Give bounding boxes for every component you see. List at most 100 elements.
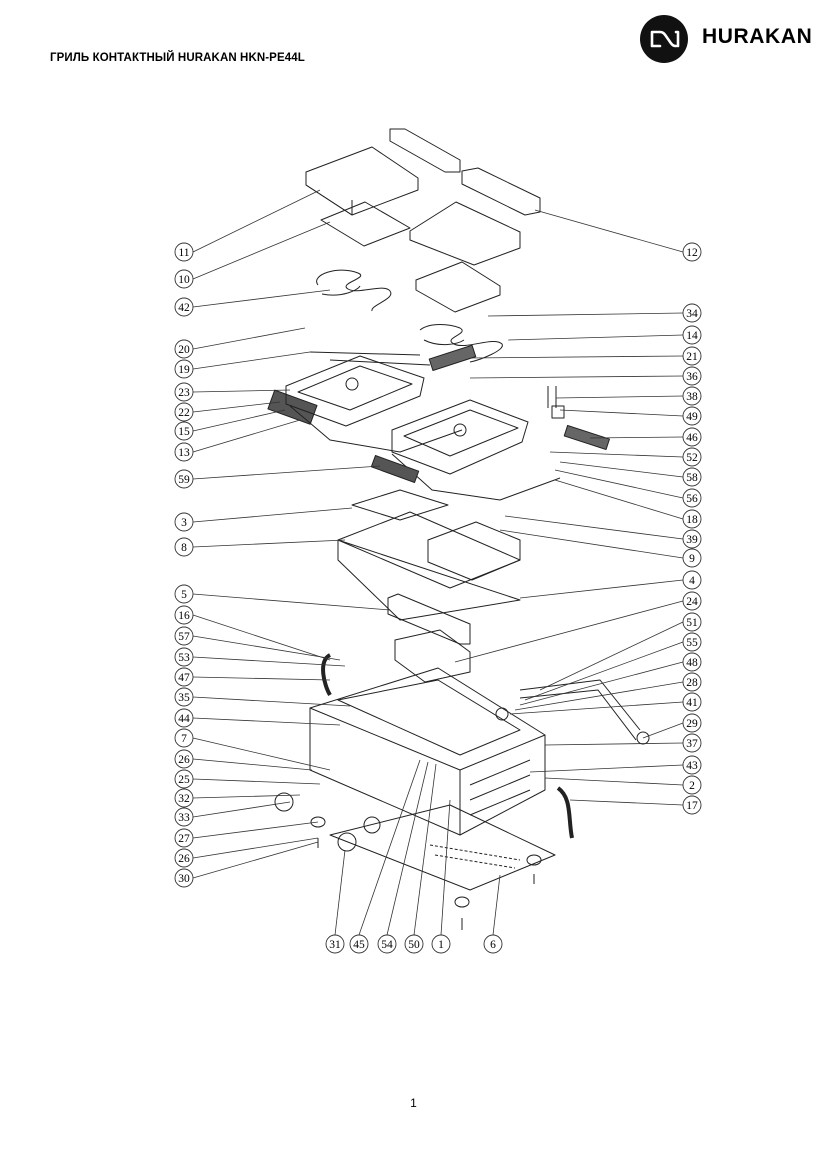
callout-circle [682,242,702,262]
leader-line [492,874,501,936]
callout-circle [682,447,702,467]
callout-label: 53 [178,652,190,664]
leader-line [559,461,684,478]
callout-circle [174,512,194,532]
leader-line [192,465,381,480]
connector-38 [547,386,565,419]
leader-line [555,395,684,399]
callout-label: 59 [178,474,190,486]
leader-line [192,635,341,661]
callout-label: 16 [178,610,190,622]
housing-body [309,667,546,836]
callout-label: 19 [178,364,190,376]
callout-label: 15 [178,426,190,438]
callout-45: 45 [349,934,369,954]
leader-line [642,722,684,739]
callout-circle [174,442,194,462]
leader-line [192,794,301,799]
callout-17: 17 [682,795,702,815]
leader-line [192,507,353,523]
callout-18: 18 [682,509,702,529]
leader-line [192,539,346,548]
leader-line [549,451,684,458]
callout-label: 45 [353,939,365,951]
callout-label: 26 [178,853,190,865]
callout-circle [682,386,702,406]
callout-circle [174,469,194,489]
drip-plate-4 [337,539,521,621]
callout-label: 51 [686,617,698,629]
leader-line [509,701,684,715]
callout-51: 51 [682,612,702,632]
thermostat-block-left [267,389,318,425]
callout-58: 58 [682,467,702,487]
callout-label: 35 [178,692,190,704]
leader-line [192,189,321,253]
callout-label: 37 [686,738,698,750]
leader-line [192,419,301,453]
leader-line [192,389,291,393]
terminal-block-46 [563,424,610,451]
callout-label: 29 [686,718,698,730]
callout-label: 2 [689,780,695,792]
leader-line [334,849,346,936]
leader-line [534,209,684,253]
callout-59: 59 [174,469,194,489]
callout-10: 10 [174,269,194,289]
top-cover-right [409,201,521,266]
leader-line [440,799,451,936]
callout-53: 53 [174,647,194,667]
callout-19: 19 [174,359,194,379]
callout-circle [174,728,194,748]
callout-label: 41 [686,697,698,709]
callout-circle [682,733,702,753]
callout-50: 50 [404,934,424,954]
leader-line [192,758,313,771]
leader-line [544,742,684,746]
callout-label: 30 [178,873,190,885]
leader-line [589,436,684,439]
callout-label: 22 [178,407,190,419]
brand-header: HURAKAN [640,13,815,63]
callout-circle [349,934,369,954]
hose-17 [556,786,574,839]
leader-line [569,799,684,806]
callout-label: 4 [689,575,695,587]
callout-circle [682,529,702,549]
callout-label: 42 [178,302,190,314]
callout-33: 33 [174,807,194,827]
callout-label: 8 [181,542,187,554]
callout-circle [682,632,702,652]
callout-label: 12 [686,247,698,259]
leader-line [529,764,684,773]
callout-label: 11 [178,247,189,259]
callout-label: 31 [329,939,341,951]
callout-25: 25 [174,769,194,789]
callout-1: 1 [431,934,451,954]
plate-10 [320,201,411,247]
knob-31 [337,832,357,852]
callout-circle [174,749,194,769]
leader-line [192,801,291,818]
callout-label: 18 [686,514,698,526]
callout-label: 26 [178,754,190,766]
bracket-5 [387,593,471,645]
leader-line [358,759,421,936]
callout-23: 23 [174,382,194,402]
callout-circle [174,687,194,707]
callout-circle [682,672,702,692]
callout-label: 10 [178,274,190,286]
leader-line [454,600,684,663]
callout-circle [682,755,702,775]
callout-8: 8 [174,537,194,557]
callout-label: 58 [686,472,698,484]
callout-circle [174,242,194,262]
leader-line [192,737,331,771]
plate-3 [351,489,449,521]
callout-13: 13 [174,442,194,462]
callout-circle [431,934,451,954]
foot-26 [310,816,326,828]
leader-line [554,469,684,499]
callout-7: 7 [174,728,194,748]
callout-34: 34 [682,303,702,323]
